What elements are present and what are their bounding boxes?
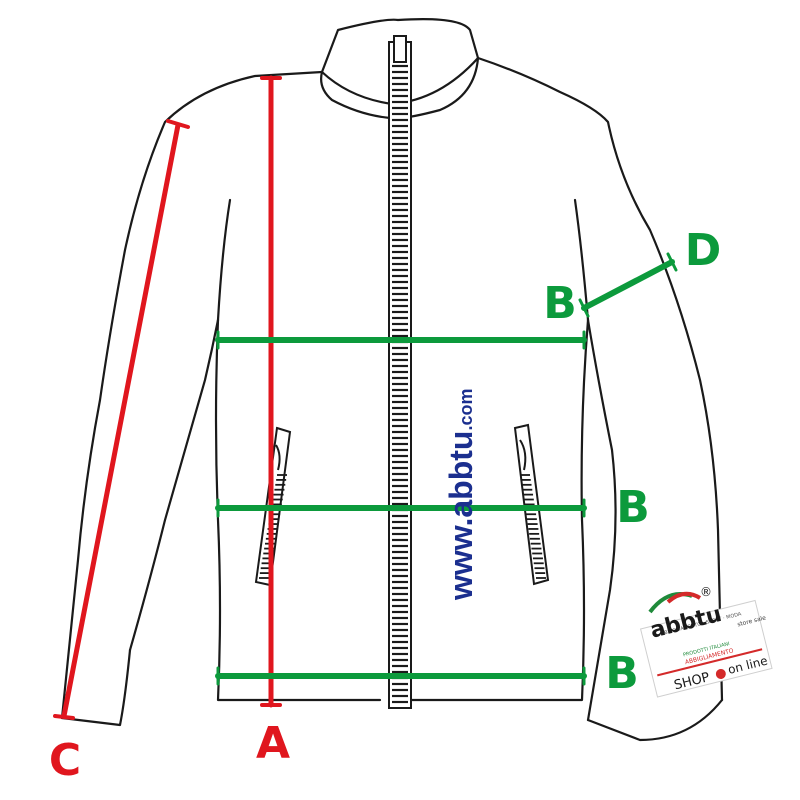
left-sleeve-outer xyxy=(60,70,324,720)
label-b-waist: B xyxy=(616,482,650,533)
collar xyxy=(320,18,480,120)
label-b-hem: B xyxy=(605,648,639,699)
right-pocket-pull xyxy=(519,439,527,471)
svg-text:www.abbtu.com: www.abbtu.com xyxy=(443,389,479,601)
measure-c-cap-top xyxy=(166,119,190,129)
watermark: www.abbtu.com xyxy=(443,389,479,601)
logo-red-stripe xyxy=(657,648,763,677)
left-armhole-seam xyxy=(216,198,232,322)
right-zip-pocket xyxy=(513,423,550,586)
measure-b-hem xyxy=(215,666,587,686)
label-b-arm: B xyxy=(543,278,577,329)
left-pocket-pull xyxy=(275,444,281,471)
zipper-track xyxy=(388,41,412,709)
label-d: D xyxy=(685,225,722,276)
label-a: A xyxy=(256,718,290,769)
zipper-teeth xyxy=(392,64,408,704)
watermark-brand: abbtu xyxy=(443,431,479,518)
center-zipper xyxy=(388,35,412,709)
right-sleeve-outer xyxy=(476,56,724,702)
right-cuff xyxy=(586,698,724,742)
measure-b-waist xyxy=(215,498,587,518)
left-body-side xyxy=(214,318,382,702)
right-body-side xyxy=(410,318,590,702)
left-sleeve-inner xyxy=(128,318,220,652)
measure-d-cap-left xyxy=(578,298,590,318)
measure-d-line xyxy=(581,259,675,311)
measure-d xyxy=(578,252,678,318)
measure-c-cap-bottom xyxy=(53,714,75,720)
measure-b-chest xyxy=(215,330,587,350)
watermark-prefix: www. xyxy=(443,518,479,601)
logo-red-arc xyxy=(666,591,702,604)
logo-o-circle xyxy=(715,668,726,679)
measure-a xyxy=(260,75,282,708)
zipper-pull xyxy=(393,35,407,63)
logo-card xyxy=(639,599,773,698)
right-sleeve-inner xyxy=(586,318,617,722)
measure-c xyxy=(53,119,190,720)
label-c: C xyxy=(49,735,81,786)
abbtu-shop-logo: ABBIGLIAMENTO · SPORT · MODA ABBIGLIAMEN… xyxy=(639,585,773,698)
watermark-suffix: .com xyxy=(456,389,476,431)
measure-d-cap-right xyxy=(666,252,678,272)
logo-registered-mark: ® xyxy=(700,585,712,599)
measure-c-line xyxy=(61,122,181,719)
left-cuff xyxy=(60,648,132,727)
